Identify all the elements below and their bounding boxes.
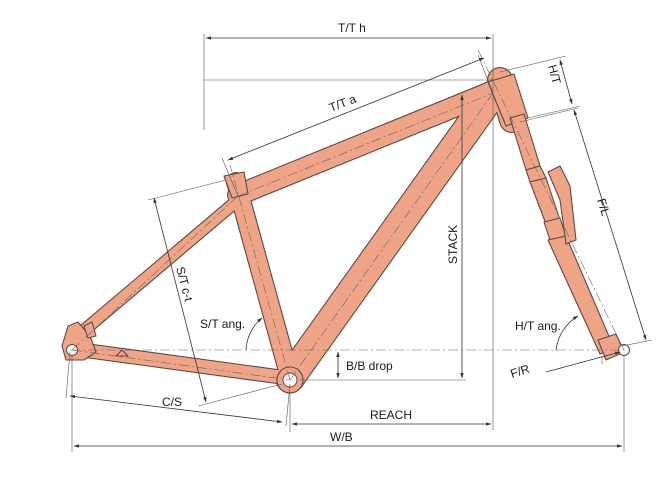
label-bb-drop: B/B drop bbox=[346, 359, 393, 373]
ht-angle-arc bbox=[555, 315, 579, 351]
tt-a-dimension bbox=[227, 57, 485, 161]
bike-frame bbox=[61, 67, 630, 394]
label-fr: F/R bbox=[509, 361, 532, 380]
st-ct-dimension bbox=[153, 197, 207, 403]
chainstay-bridge bbox=[115, 349, 129, 357]
dimension-lines bbox=[65, 34, 653, 452]
st-angle-arc bbox=[245, 317, 263, 351]
label-st-ang: S/T ang. bbox=[200, 317, 245, 331]
label-cs: C/S bbox=[162, 395, 182, 409]
label-tt-h: T/T h bbox=[338, 21, 366, 35]
label-tt-a: T/T a bbox=[327, 92, 358, 115]
fl-dimension bbox=[573, 109, 647, 341]
fr-dimension bbox=[545, 351, 621, 373]
seat-collar bbox=[223, 171, 249, 199]
label-ht-ang: H/T ang. bbox=[515, 319, 561, 333]
cs-dimension bbox=[69, 394, 283, 424]
label-st-ct: S/T c-t bbox=[173, 265, 196, 303]
label-reach: REACH bbox=[370, 408, 412, 422]
label-wb: W/B bbox=[330, 430, 353, 444]
label-stack: STACK bbox=[446, 225, 460, 264]
ht-dimension bbox=[559, 59, 573, 105]
brake-mount bbox=[83, 321, 97, 339]
label-fl: F/L bbox=[594, 197, 613, 218]
label-ht: H/T bbox=[545, 63, 564, 86]
